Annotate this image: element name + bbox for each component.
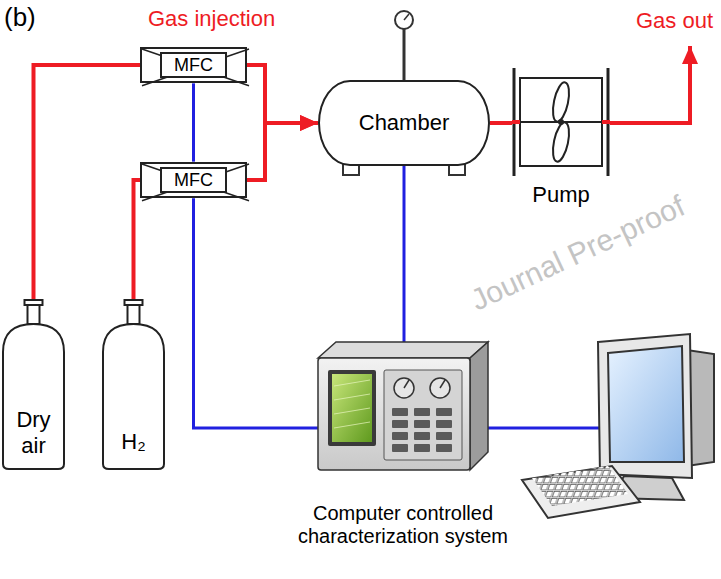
keyboard [522, 466, 640, 518]
section-title: Gas injection [148, 6, 275, 31]
mass-flow-controller: MFC [140, 162, 247, 199]
pressure-gauge [395, 11, 413, 82]
pump: Pump [512, 68, 610, 176]
characterization-instrument: Computer controlled characterization sys… [318, 342, 488, 472]
gas-line [490, 121, 512, 125]
characterization-instrument-outline [318, 342, 488, 472]
node-label: Pump [532, 182, 589, 207]
gas-line [247, 65, 318, 123]
device-label: MFC [160, 167, 227, 194]
signal-cable [194, 198, 319, 428]
panel-label: (b) [4, 3, 36, 33]
gas-cylinder: H₂ [102, 300, 165, 470]
device-label: MFC [160, 52, 227, 79]
node-label: Chamber [359, 110, 449, 135]
gas-out-arrow [610, 46, 690, 123]
gas-cylinder: Dry air [2, 300, 65, 470]
gas-line [34, 65, 141, 300]
signal-cable [403, 166, 406, 342]
gas-line [247, 123, 318, 180]
node-label: Computer controlled characterization sys… [278, 502, 528, 548]
vacuum-chamber: Chamber [318, 80, 490, 166]
node-label: Dry air [2, 407, 65, 458]
signal-cable [192, 83, 195, 161]
node-label: H₂ [102, 429, 165, 454]
monitor-cable [488, 427, 600, 430]
pump-outline [512, 68, 610, 176]
watermark: Journal Pre-proof [466, 189, 691, 318]
outlet-label: Gas out [636, 8, 713, 33]
mass-flow-controller: MFC [140, 47, 247, 84]
